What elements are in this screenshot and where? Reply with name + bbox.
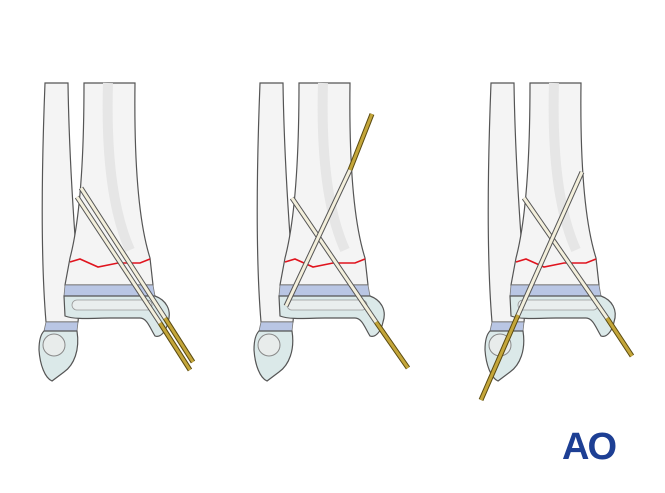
- kirschner-wire: [521, 196, 635, 358]
- kirschner-wire: [74, 195, 193, 372]
- panel-1-ankle: [39, 83, 196, 381]
- kirschner-wire: [289, 196, 411, 370]
- kirschner-wire: [478, 170, 585, 401]
- panel-3-ankle: [478, 83, 635, 401]
- ao-logo: AO: [562, 426, 617, 468]
- kirschner-wire: [283, 113, 375, 308]
- panel-2-ankle: [254, 83, 411, 381]
- kirschner-wire: [78, 186, 196, 364]
